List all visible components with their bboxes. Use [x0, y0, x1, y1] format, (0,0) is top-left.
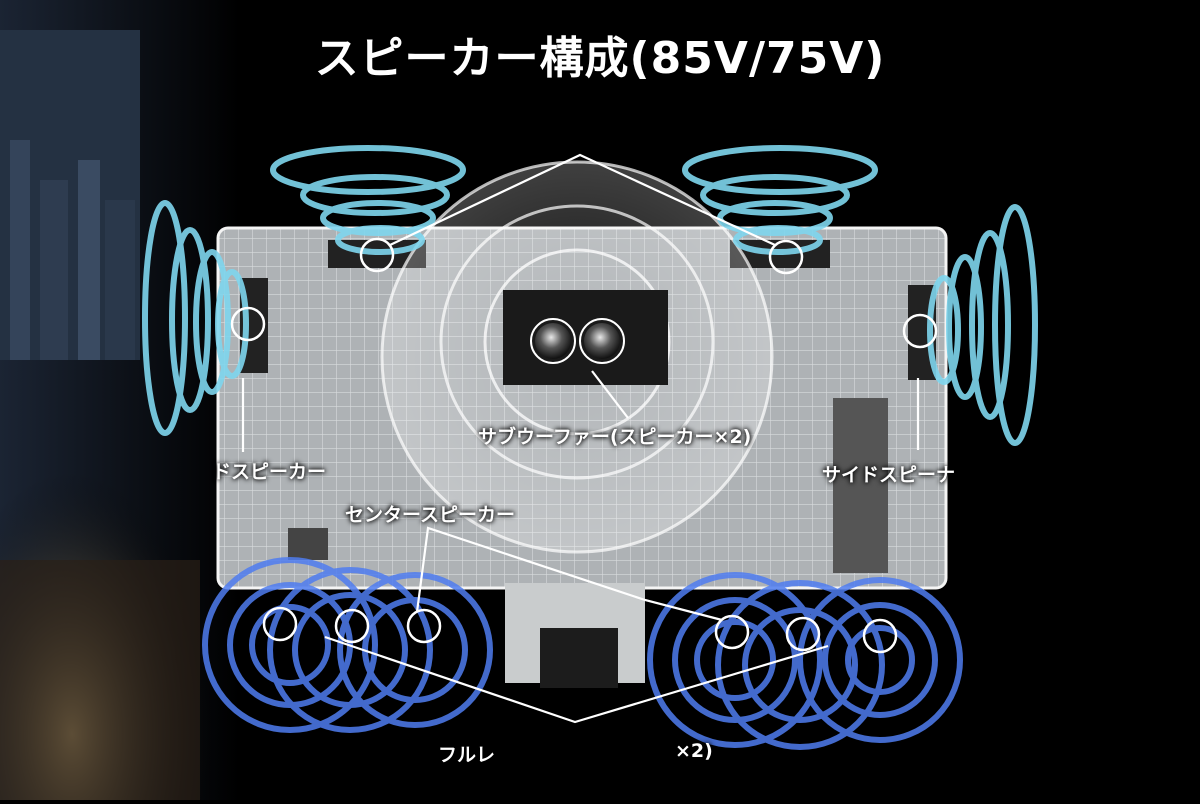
- fullrange-label: フルレ: [438, 744, 496, 766]
- side-left-speaker-waves: [142, 200, 249, 436]
- subwoofer-waves: [380, 160, 774, 554]
- marker-top-right: [768, 239, 804, 275]
- marker-top-left: [359, 237, 395, 273]
- bottom-right-speaker-waves: [647, 572, 963, 750]
- marker-side-right: [902, 313, 938, 349]
- background-room: [0, 0, 240, 800]
- marker-bottom-3: [406, 608, 442, 644]
- leader-lines: [241, 153, 920, 724]
- page-title: スピーカー構成(85V/75V): [314, 33, 886, 84]
- center-speaker-label: センタースピーカー: [345, 504, 516, 526]
- subwoofer-label: サブウーファー(スピーカー×2): [478, 426, 752, 448]
- side-right-speaker-waves: [927, 204, 1038, 446]
- fullrange-label-tail: ×2): [675, 740, 713, 762]
- side-right-label: サイドスピーナ: [822, 464, 956, 486]
- speaker-position-markers: [230, 237, 938, 654]
- woofer-right-icon: [584, 323, 620, 359]
- top-left-speaker-waves: [270, 145, 466, 255]
- marker-bottom-6: [862, 618, 898, 654]
- marker-bottom-2: [334, 608, 370, 644]
- bottom-left-speaker-waves: [202, 557, 493, 733]
- woofer-left-icon: [535, 323, 571, 359]
- marker-bottom-4: [714, 614, 750, 650]
- marker-bottom-5: [785, 616, 821, 652]
- top-right-speaker-waves: [682, 145, 878, 255]
- marker-bottom-1: [262, 606, 298, 642]
- side-left-label: ドスピーカー: [212, 461, 327, 483]
- marker-side-left: [230, 306, 266, 342]
